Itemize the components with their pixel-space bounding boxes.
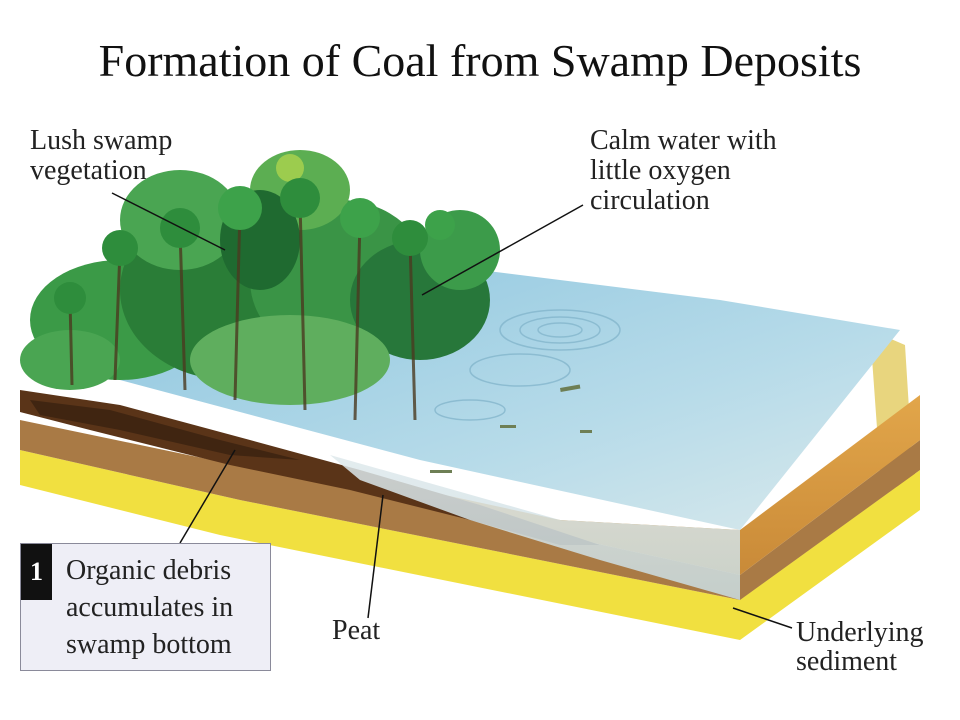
- underlying-label-line-1: Underlying: [796, 617, 924, 648]
- water-front-face: [330, 455, 740, 600]
- water-label-line-3: circulation: [590, 185, 710, 216]
- underlying-label-line-2: sediment: [796, 646, 898, 677]
- underlying-sediment-layer: [20, 450, 920, 640]
- debris-leader: [179, 449, 236, 544]
- step-callout-box: 1 Organic debris accumulates in swamp bo…: [20, 543, 271, 671]
- step-number-badge: 1: [21, 544, 52, 600]
- step-text-line-2: accumulates in: [66, 592, 234, 623]
- water-label-line-1: Calm water with: [590, 125, 777, 156]
- step-description: Organic debris accumulates in swamp bott…: [66, 552, 233, 663]
- vegetation-leader: [111, 192, 226, 251]
- page-title: Formation of Coal from Swamp Deposits: [98, 35, 862, 86]
- water-leader: [421, 204, 584, 296]
- peat-leader: [367, 494, 384, 619]
- step-text-line-3: swamp bottom: [66, 629, 232, 660]
- water-label: Calm water with little oxygen circulatio…: [590, 126, 777, 216]
- underlying-leader: [732, 607, 793, 629]
- peat-label: Peat: [332, 615, 381, 646]
- label-leader-lines: [111, 192, 793, 629]
- vegetation-label-line-1: Lush swamp: [30, 125, 173, 156]
- water-label-line-2: little oxygen: [590, 155, 731, 186]
- underlying-sediment-label: Underlying sediment: [796, 618, 924, 676]
- vegetation-label: Lush swamp vegetation: [30, 126, 172, 186]
- step-text-line-1: Organic debris: [66, 555, 232, 586]
- vegetation-label-line-2: vegetation: [30, 155, 147, 186]
